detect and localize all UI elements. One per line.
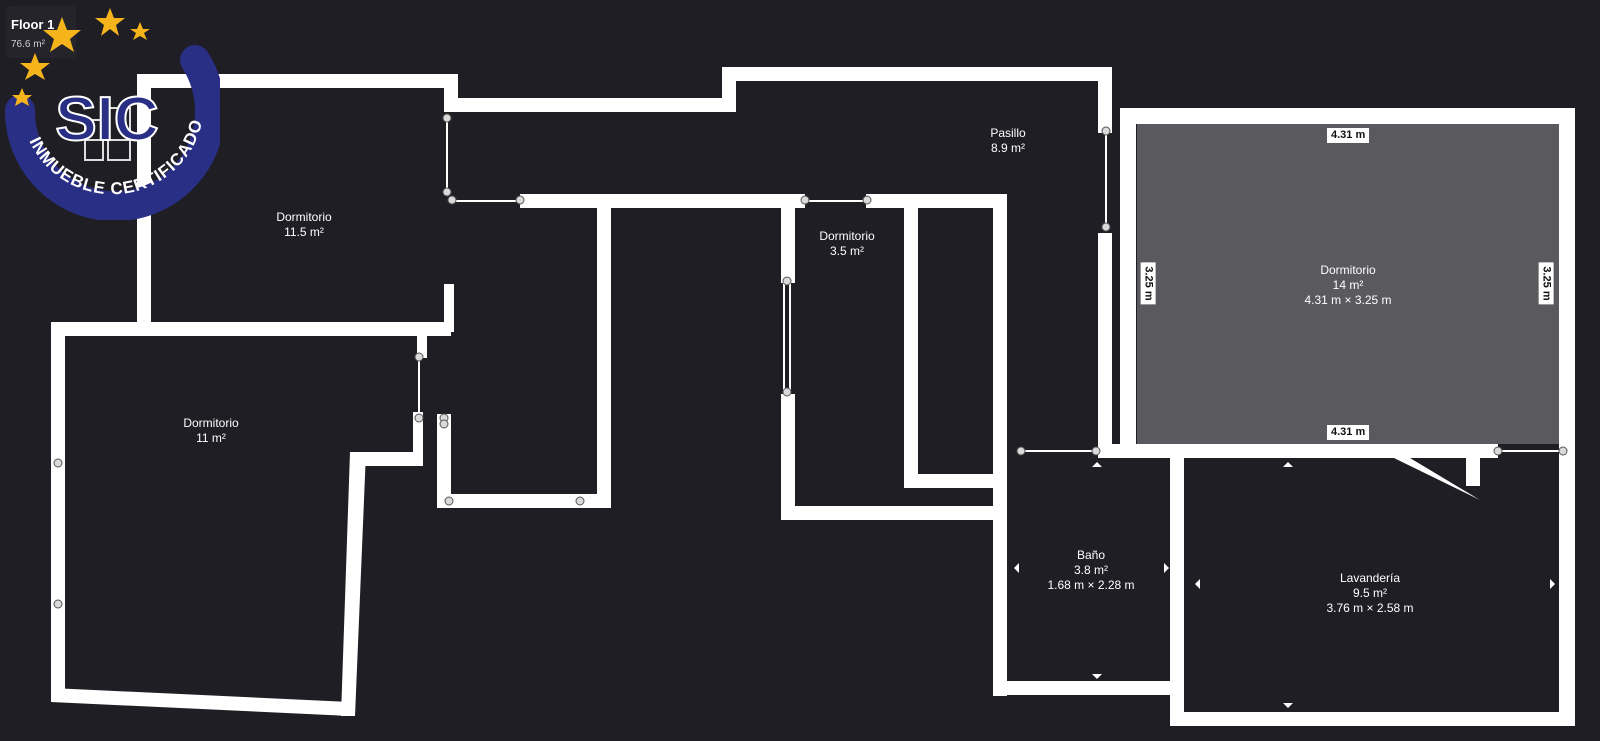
room-label-dormitorio-2[interactable]: Dormitorio 11 m² [183, 416, 238, 446]
star-icon [20, 53, 50, 80]
dimension-left[interactable]: 3.25 m [1140, 262, 1156, 305]
room-name: Dormitorio [1320, 263, 1376, 277]
dimension-top[interactable]: 4.31 m [1327, 128, 1370, 143]
openings [56, 119, 1563, 604]
room-name: Dormitorio [819, 229, 875, 243]
resize-arrows[interactable] [1014, 462, 1555, 708]
room-label-dormitorio-3[interactable]: Dormitorio 3.5 m² [819, 229, 874, 259]
floor-title: Floor 1 [11, 17, 55, 32]
building-icon [84, 107, 131, 161]
room-dims: 1.68 m × 2.28 m [1047, 578, 1135, 592]
room-label-dormitorio-4[interactable]: Dormitorio 14 m² 4.31 m × 3.25 m [1304, 263, 1391, 308]
floor-area: 76.6 m² [11, 39, 45, 50]
room-label-lavanderia[interactable]: Lavandería 9.5 m² 3.76 m × 2.58 m [1326, 571, 1413, 616]
star-icon [95, 8, 125, 36]
selected-room-fill[interactable] [1137, 123, 1560, 444]
star-icon [43, 17, 81, 52]
room-area: 8.9 m² [990, 141, 1026, 155]
star-icons [12, 8, 150, 106]
badge-ring [4, 45, 220, 220]
room-name: Dormitorio [183, 416, 239, 430]
room-area: 11 m² [196, 431, 226, 445]
walls [51, 67, 1575, 726]
room-label-pasillo[interactable]: Pasillo 8.9 m² [990, 126, 1025, 156]
room-area: 3.5 m² [829, 244, 864, 258]
room-dims: 4.31 m × 3.25 m [1304, 293, 1392, 307]
room-name: Pasillo [990, 126, 1026, 140]
star-icon [12, 88, 32, 106]
badge-main-text: SIC [55, 85, 158, 154]
room-area: 9.5 m² [1352, 586, 1388, 600]
dimension-bottom[interactable]: 4.31 m [1327, 425, 1370, 440]
room-name: Baño [1076, 548, 1106, 562]
room-name: Dormitorio [276, 210, 332, 224]
room-area: 11.5 m² [284, 225, 324, 239]
star-icon [130, 22, 150, 40]
room-label-dormitorio-1[interactable]: Dormitorio 11.5 m² [276, 210, 331, 240]
room-label-bano[interactable]: Baño 3.8 m² 1.68 m × 2.28 m [1047, 548, 1134, 593]
room-area: 14 m² [1332, 278, 1364, 292]
room-dims: 3.76 m × 2.58 m [1326, 601, 1414, 615]
room-name: Lavandería [1339, 571, 1401, 585]
room-area: 3.8 m² [1073, 563, 1109, 577]
dimension-right[interactable]: 3.25 m [1538, 262, 1554, 305]
floor-card[interactable]: Floor 1 76.6 m² [6, 6, 76, 58]
wall-nodes[interactable] [53, 113, 1568, 609]
sic-certified-logo: SIC INMUEBLE CERTIFICADO [4, 8, 220, 220]
